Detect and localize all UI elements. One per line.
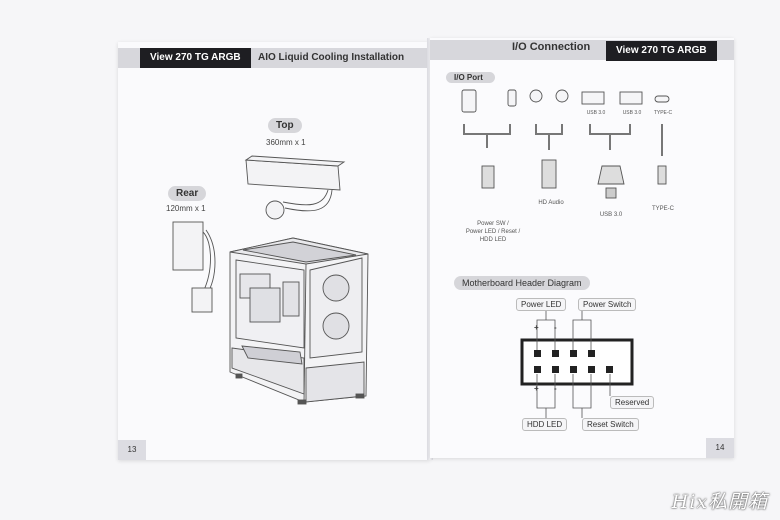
left-page: View 270 TG ARGB AIO Liquid Cooling Inst… bbox=[118, 42, 430, 460]
hd-audio-caption: HD Audio bbox=[538, 200, 564, 206]
right-page-number: 14 bbox=[706, 438, 734, 458]
rear-label: Rear bbox=[168, 186, 207, 201]
power-led-minus: - bbox=[554, 323, 557, 332]
io-port-label: I/O Port bbox=[446, 72, 495, 83]
motherboard-header-title: Motherboard Header Diagram bbox=[454, 276, 590, 290]
top-label: Top bbox=[268, 118, 302, 133]
right-model-tab: View 270 TG ARGB bbox=[606, 41, 717, 61]
left-page-title: AIO Liquid Cooling Installation bbox=[258, 52, 405, 63]
rear-size: 120mm x 1 bbox=[166, 204, 206, 213]
power-caption-line-1: Power SW / bbox=[477, 221, 509, 227]
power-caption-line-3: HDD LED bbox=[479, 237, 507, 243]
reserved-label: Reserved bbox=[610, 396, 655, 409]
hdd-led-label: HDD LED bbox=[522, 418, 568, 431]
right-page-title: I/O Connection bbox=[512, 41, 591, 53]
io-connection-diagram bbox=[461, 89, 670, 418]
power-caption: Power SW / Power LED / Reset / HDD LED bbox=[458, 220, 528, 244]
usb-a1-label: USB 3.0 bbox=[586, 110, 606, 116]
typec-caption: TYPE-C bbox=[651, 206, 674, 212]
case-illustration bbox=[172, 155, 369, 405]
usb3-caption: USB 3.0 bbox=[599, 212, 623, 218]
reset-switch-label: Reset Switch bbox=[582, 418, 639, 431]
power-caption-line-2: Power LED / Reset / bbox=[465, 229, 521, 235]
top-size: 360mm x 1 bbox=[266, 138, 306, 147]
power-led-label: Power LED bbox=[516, 298, 567, 311]
usb-a2-label: USB 3.0 bbox=[622, 110, 642, 116]
right-page: I/O Connection View 270 TG ARGB I/O Port bbox=[430, 38, 734, 458]
power-led-plus: + bbox=[534, 323, 539, 332]
type-c-label: TYPE-C bbox=[653, 110, 673, 116]
watermark-text: Hix私開箱 bbox=[671, 491, 768, 513]
hdd-led-plus: + bbox=[534, 384, 539, 393]
hdd-led-minus: - bbox=[554, 384, 557, 393]
power-switch-label: Power Switch bbox=[578, 298, 637, 311]
left-page-number: 13 bbox=[118, 440, 146, 460]
left-model-tab: View 270 TG ARGB bbox=[140, 48, 251, 68]
